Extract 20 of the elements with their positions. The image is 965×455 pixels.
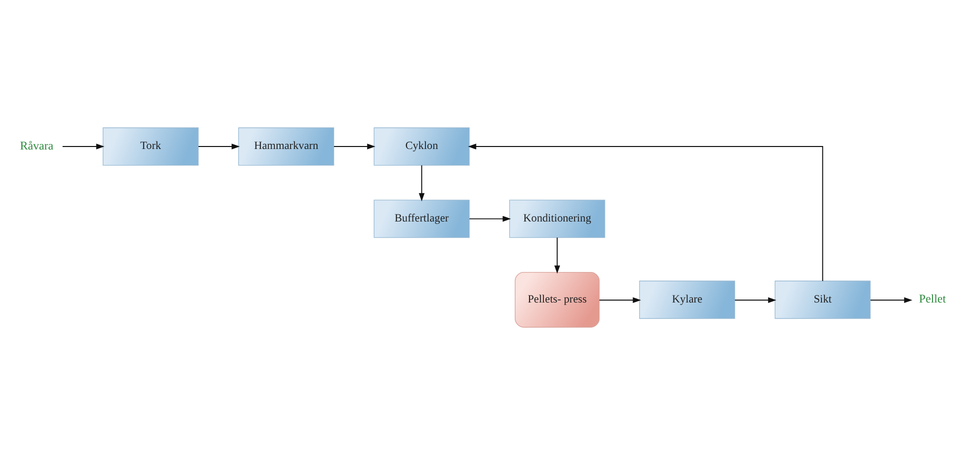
node-box: Pellets- press	[514, 272, 600, 328]
node-box: Sikt	[774, 280, 871, 319]
node-box: Cyklon	[374, 127, 470, 166]
node-box: Buffertlager	[374, 200, 470, 238]
node-text: Pellet	[919, 292, 946, 306]
node-text: Råvara	[20, 138, 54, 152]
arrow	[554, 237, 560, 274]
node-box: Hammarkvarn	[238, 127, 334, 166]
node-box: Konditionering	[509, 200, 606, 238]
arrow	[870, 297, 912, 303]
arrow	[198, 144, 240, 150]
arrow	[598, 297, 642, 303]
arrow	[418, 164, 425, 202]
arrow	[62, 144, 104, 150]
arrow	[734, 297, 776, 303]
node-box: Tork	[102, 127, 199, 166]
arrow	[468, 216, 511, 222]
arrow	[468, 144, 824, 282]
node-box: Kylare	[639, 280, 736, 319]
arrow	[333, 144, 376, 150]
